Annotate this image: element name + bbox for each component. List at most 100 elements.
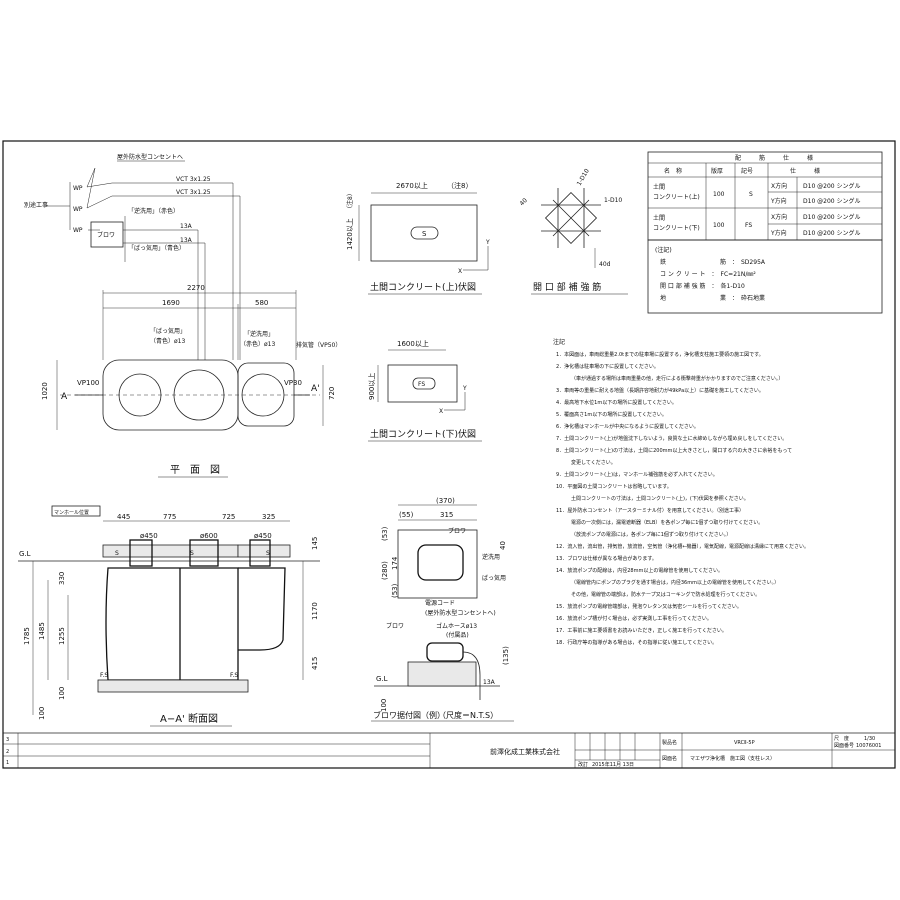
note-line: （放流ポンプの電源には，各ポンプ毎に1個ずつ取り付けてください。） — [571, 531, 731, 538]
dim-100-a: 100 — [58, 687, 66, 700]
slab-upper-height: 1420以上 — [345, 218, 354, 250]
outlet-label: VP30 — [284, 379, 302, 387]
note-line: （車が通過する場所は車両重量の他，走行による衝撃荷重がかかりますのでご注意くださ… — [571, 375, 783, 382]
notes-box-line4: 地 業 ： 砕石地業 — [660, 294, 765, 302]
slab-upper-title: 土間コンクリート(上)伏図 — [370, 281, 476, 293]
wp-label-3: WP — [73, 227, 83, 234]
note-line: その他，電線管の端部は，防水テープ又はコーキングで防水処理を行ってください。 — [571, 591, 760, 598]
blower-detail-title: ブロワ据付図（例） — [373, 710, 445, 720]
slab-upper-rect — [370, 204, 478, 262]
aeration-label: 「ばっ気用」 — [150, 327, 186, 335]
opening-40d: 40d — [599, 261, 611, 268]
opening-reinforcement: 1-D10 1-D10 40 40d 開 口 部 補 強 筋 — [518, 168, 628, 295]
dim-2270: 2270 — [187, 284, 205, 292]
wp-label-2: WP — [73, 206, 83, 213]
rebar-row2-name2: コンクリート(下) — [653, 225, 700, 232]
section-s-2: S — [190, 550, 194, 557]
pipe-13a-label-1: 13A — [180, 223, 193, 230]
rebar-row1-dir2: Y方向 — [770, 197, 787, 205]
aeration-line-label: 「ばっ気用」（青色） — [128, 244, 185, 252]
rebar-row2-dir1: X方向 — [771, 213, 787, 221]
slab-upper-axis-x: X — [458, 268, 462, 275]
power-cord-label: 電源コード — [425, 599, 455, 607]
dim-100: 100 — [380, 699, 388, 712]
general-notes: 注記 1．本図面は，車両総重量2.0tまでの駐車場に設置する，浄化槽支柱施工要領… — [553, 338, 809, 646]
notes-heading: 注記 — [553, 338, 565, 346]
note-line: 3．車両等の重量に耐える地盤（長期許容地耐力が49kPa以上）に基礎を施工してく… — [556, 387, 764, 394]
blower-box — [90, 221, 124, 248]
slab-lower-height: 900以上 — [367, 373, 376, 400]
dim-415: 415 — [311, 657, 319, 670]
drawing-value: マエザワ浄化槽 施工図（支柱レス） — [690, 755, 775, 762]
dim-280: (280) — [381, 561, 389, 580]
note-line: 12．流入管，流出管，排気管，放流管，空気管（浄化槽←機器），電気配線，電源配線… — [556, 543, 809, 550]
opening-label-2: 1-D10 — [604, 197, 622, 204]
dim-1690: 1690 — [162, 299, 180, 307]
rebar-head-spec: 仕 様 — [790, 167, 820, 175]
blower-detail: (370) (55) 315 ブロワ 逆洗用 ばっ気用 (53) (280) 1… — [371, 497, 514, 722]
note-line: 10．平面図の土間コンクリートは省略しています。 — [556, 483, 672, 490]
opening-label-1: 1-D10 — [576, 168, 591, 187]
slab-lower-mark: FS — [418, 381, 425, 388]
rebar-spec-table: 配 筋 仕 様 名 称 版厚 記号 仕 様 土間 コンクリート(上) 100 S… — [647, 151, 883, 241]
note-line: 8．土間コンクリート(上)の寸法は，土間に200mm以上大きさとし，開口する穴の… — [556, 447, 792, 454]
notes-box-line2: コ ン ク リ ー ト ： FC=21N/㎜² — [660, 271, 756, 278]
rebar-row1-thk: 100 — [713, 191, 725, 198]
outdoor-outlet-label: 屋外防水型コンセントへ — [117, 153, 183, 161]
note-line: 5．覆面高さ1m以下の場所に設置してください。 — [556, 411, 667, 418]
scale-label: 尺 度 — [834, 735, 849, 742]
slab-upper-opening — [410, 226, 439, 240]
blower-base — [407, 661, 477, 687]
manhole-dia-1: ø450 — [140, 532, 158, 540]
revision-mark-1: 3 — [6, 737, 9, 743]
slab-lower-axis-x: X — [439, 408, 443, 415]
notes-box-line1: 鉄 筋 ： SD295A — [660, 258, 766, 266]
note-line: 土間コンクリートの寸法は，土間コンクリート(上)，(下)伏図を参照ください。 — [571, 495, 749, 502]
note-line: 7．土間コンクリート(上)が地盤沈下しないよう，良質な土に水締めしながら埋め戻し… — [556, 435, 787, 442]
section-s-1: S — [115, 550, 119, 557]
aeration-label-detail: ばっ気用 — [482, 574, 506, 582]
rebar-head-thk: 版厚 — [711, 167, 723, 175]
section-fs-1: F.S — [100, 672, 108, 679]
rebar-row2-dir2: Y方向 — [770, 229, 787, 237]
blower-label-plan: ブロワ — [448, 527, 466, 535]
pump-tank-outline — [237, 362, 295, 427]
rebar-row2-spec1: D10 @200 シングル — [803, 213, 861, 221]
slab-lower-rect — [387, 364, 458, 403]
main-tank-body — [105, 567, 239, 681]
rebar-head-main: 配 筋 仕 様 — [735, 154, 813, 162]
drawing-label: 図面名 — [662, 755, 677, 762]
rebar-row1-spec1: D10 @200 シングル — [803, 182, 861, 190]
section-a2-mark: A' — [311, 384, 320, 394]
separate-work-label: 別途工事 — [24, 201, 48, 209]
note-line: 変更してください。 — [571, 459, 616, 466]
backwash-label: 「逆洗用」 — [244, 330, 274, 338]
manhole-dia-2: ø600 — [200, 532, 218, 540]
pipe-13a-label-2: 13A — [180, 237, 193, 244]
notes-box: (注記) 鉄 筋 ： SD295A コ ン ク リ ー ト ： FC=21N/㎜… — [647, 239, 883, 314]
dim-325: 325 — [262, 513, 275, 521]
title-block: 3 2 1 前澤化成工業株式会社 製品名 VRCⅡ-5P 尺 度 1/30 図面… — [3, 732, 895, 768]
model-label: 製品名 — [662, 739, 677, 746]
notes-box-line3: 開 口 部 補 強 筋 ： 各1-D10 — [660, 282, 745, 290]
slab-upper-axis-y: Y — [485, 239, 490, 246]
scale-value: 1/30 — [864, 736, 875, 742]
date-value: 2015年11月 13日 — [592, 761, 634, 768]
company-name: 前澤化成工業株式会社 — [490, 747, 560, 756]
backwash-label-detail: 逆洗用 — [482, 553, 500, 561]
pump-tank-body — [238, 567, 286, 651]
power-cord-to: (屋外防水型コンセントへ) — [425, 609, 496, 617]
section-title: A−A' 断面図 — [160, 712, 218, 725]
pipe-13a: 13A — [483, 679, 496, 686]
dim-370: (370) — [436, 497, 455, 505]
note-line: 11．屋外防水コンセント（アースターミナル付）を用意してください。（別途工事） — [556, 507, 744, 514]
dim-1020: 1020 — [41, 382, 49, 400]
dim-53-b: (53) — [391, 583, 399, 598]
note-line: 14．放流ポンプの配線は，内径28mm以上の電線管を使用してください。 — [556, 567, 723, 574]
plan-title: 平 面 図 — [170, 464, 220, 476]
wiring-schematic: 屋外防水型コンセントへ VCT 3x1.25 VCT 3x1.25 別途工事 W… — [24, 153, 241, 360]
rebar-row1-code: S — [749, 191, 753, 198]
vct-label-1: VCT 3x1.25 — [176, 176, 211, 183]
dim-40: 40 — [499, 541, 507, 550]
